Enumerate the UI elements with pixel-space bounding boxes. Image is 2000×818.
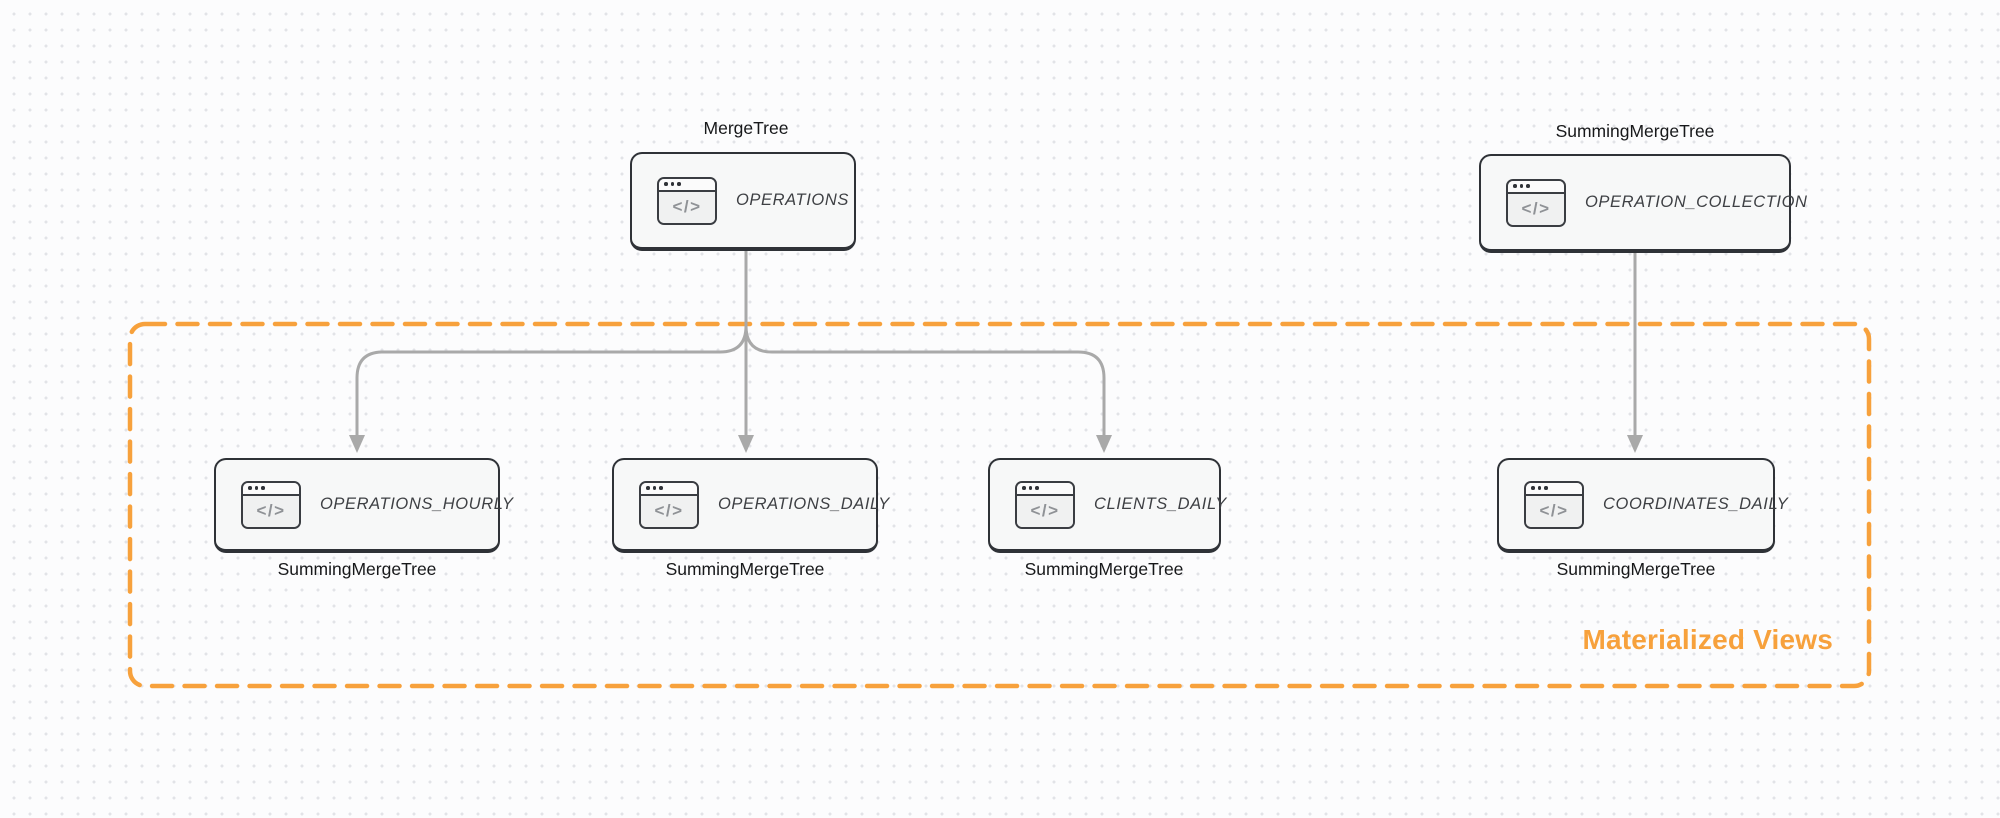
code-window-icon: </>: [1524, 480, 1584, 529]
node-title: OPERATIONS_DAILY: [718, 495, 890, 513]
arrowhead-clients-daily: [1096, 435, 1112, 453]
node-operations-hourly[interactable]: </> OPERATIONS_HOURLY: [214, 458, 513, 553]
node-title: CLIENTS_DAILY: [1094, 495, 1227, 513]
arrowhead-operations-daily: [738, 435, 754, 453]
window-dots: [641, 482, 697, 496]
node-title: OPERATION_COLLECTION: [1585, 193, 1808, 211]
node-operations-daily[interactable]: </> OPERATIONS_DAILY: [612, 458, 889, 553]
window-dots: [659, 178, 715, 192]
window-dots: [1508, 180, 1564, 194]
engine-label-operation-collection: SummingMergeTree: [1555, 121, 1715, 141]
node-title: COORDINATES_DAILY: [1603, 495, 1789, 513]
code-glyph: </>: [1526, 495, 1582, 527]
engine-label-operations-daily: SummingMergeTree: [665, 559, 825, 579]
window-dots: [1017, 482, 1073, 496]
code-glyph: </>: [1508, 193, 1564, 225]
edge-operations-to-operations-hourly: [355, 249, 748, 438]
code-glyph: </>: [243, 495, 299, 527]
arrowhead-coordinates-daily: [1627, 435, 1643, 453]
code-window-icon: </>: [1015, 480, 1075, 529]
node-operations[interactable]: </> OPERATIONS: [630, 152, 856, 251]
code-glyph: </>: [1017, 495, 1073, 527]
code-glyph: </>: [659, 191, 715, 223]
engine-label-clients-daily: SummingMergeTree: [1024, 559, 1184, 579]
node-title: OPERATIONS_HOURLY: [320, 495, 514, 513]
arrowhead-operations-hourly: [349, 435, 365, 453]
node-coordinates-daily[interactable]: </> COORDINATES_DAILY: [1497, 458, 1788, 553]
engine-label-operations-hourly: SummingMergeTree: [277, 559, 437, 579]
code-window-icon: </>: [1506, 178, 1566, 227]
node-clients-daily[interactable]: </> CLIENTS_DAILY: [988, 458, 1226, 553]
window-dots: [243, 482, 299, 496]
node-operation-collection[interactable]: </> OPERATION_COLLECTION: [1479, 154, 1807, 253]
window-dots: [1526, 482, 1582, 496]
code-glyph: </>: [641, 495, 697, 527]
node-title: OPERATIONS: [736, 191, 849, 209]
edge-operations-to-clients-daily: [744, 249, 1106, 438]
engine-label-operations: MergeTree: [703, 118, 789, 138]
engine-label-coordinates-daily: SummingMergeTree: [1556, 559, 1716, 579]
materialized-views-label: Materialized Views: [1582, 624, 1833, 655]
code-window-icon: </>: [241, 480, 301, 529]
code-window-icon: </>: [639, 480, 699, 529]
code-window-icon: </>: [657, 176, 717, 225]
